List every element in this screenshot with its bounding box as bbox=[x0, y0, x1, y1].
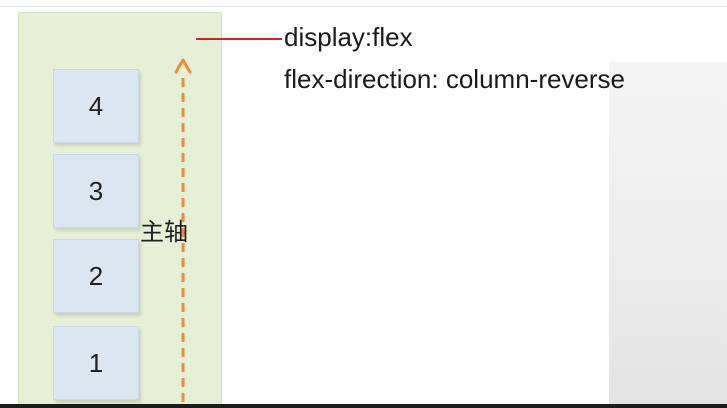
flex-item-4: 4 bbox=[53, 69, 139, 143]
flex-item-3: 3 bbox=[53, 154, 139, 228]
bottom-bar bbox=[0, 404, 727, 408]
top-strip bbox=[0, 0, 727, 7]
flex-container-box: 4 3 2 1 bbox=[18, 12, 222, 408]
code-flex-direction: flex-direction: column-reverse bbox=[284, 64, 626, 94]
side-panel bbox=[609, 62, 727, 408]
main-axis-label: 主轴 bbox=[140, 218, 188, 246]
code-display-flex: display:flex bbox=[284, 22, 413, 52]
flex-item-2: 2 bbox=[53, 239, 139, 313]
flex-item-1: 1 bbox=[53, 326, 139, 400]
